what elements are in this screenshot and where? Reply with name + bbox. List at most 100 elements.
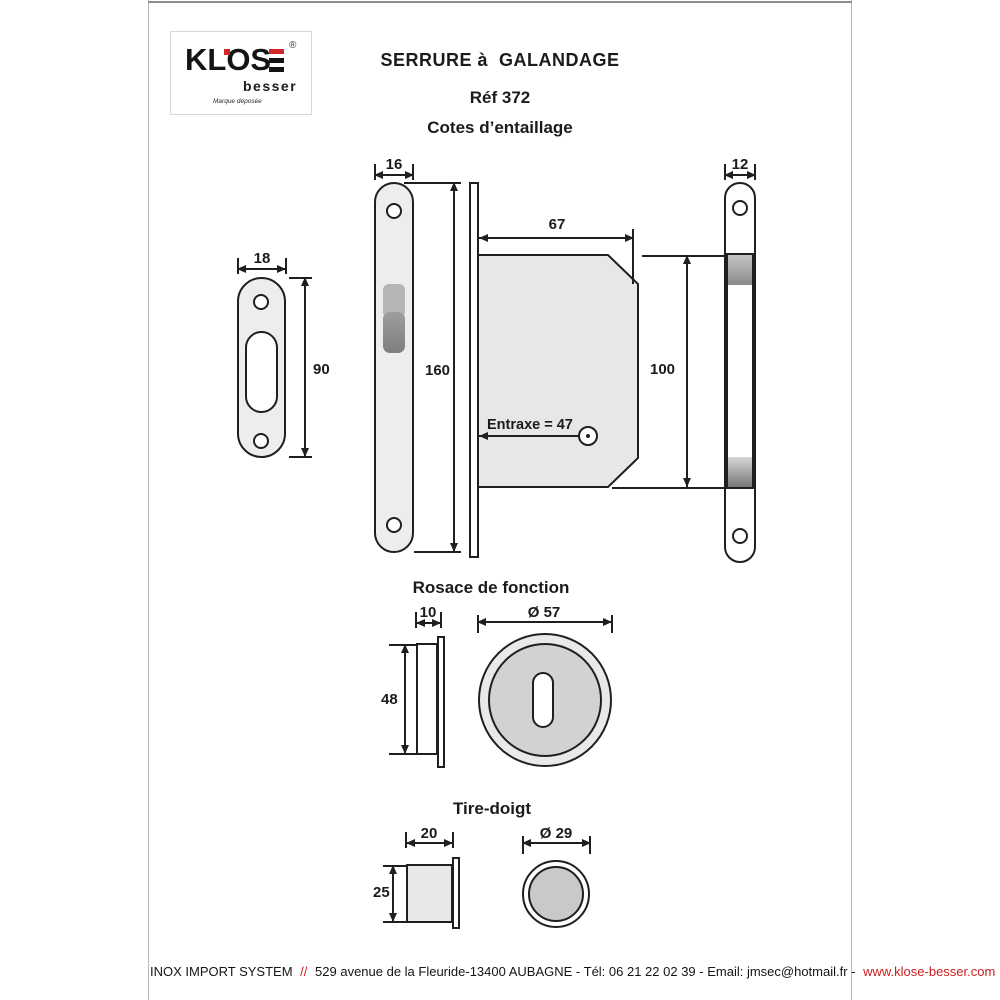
page-title: SERRURE à GALANDAGE bbox=[380, 50, 620, 70]
dim-line bbox=[724, 174, 756, 176]
dim-line bbox=[477, 621, 612, 623]
logo-sub-brand: besser bbox=[243, 78, 298, 94]
logo-red-dot bbox=[224, 49, 230, 55]
screw-hole bbox=[732, 200, 748, 216]
dim-line bbox=[479, 237, 634, 239]
page-border-left bbox=[148, 0, 149, 1000]
logo-e-bar-red bbox=[269, 49, 284, 54]
arrow-down bbox=[389, 913, 397, 922]
dim-label: 20 bbox=[420, 825, 438, 842]
arrow-down bbox=[301, 448, 309, 457]
page-border-top bbox=[148, 1, 852, 3]
arrow-up bbox=[401, 644, 409, 653]
footer-company: INOX IMPORT SYSTEM bbox=[150, 964, 293, 979]
latch-slot bbox=[245, 331, 278, 413]
extension-line bbox=[414, 551, 461, 553]
dim-line bbox=[237, 268, 286, 270]
dim-line bbox=[374, 174, 414, 176]
logo-letter-e bbox=[269, 49, 284, 72]
arrow-left bbox=[477, 618, 486, 626]
dim-label: 16 bbox=[385, 156, 403, 173]
lock-body bbox=[477, 254, 639, 488]
dim-label: Ø 29 bbox=[539, 825, 573, 842]
reference-number: Réf 372 bbox=[469, 88, 531, 107]
tire-doigt-inner-disc bbox=[528, 866, 584, 922]
dim-label: 48 bbox=[381, 691, 398, 708]
dim-line bbox=[479, 435, 579, 437]
arrow-right bbox=[405, 171, 414, 179]
dim-line bbox=[686, 255, 688, 487]
dim-line bbox=[304, 277, 306, 457]
extension-tick bbox=[611, 615, 613, 633]
dim-line bbox=[453, 182, 455, 552]
keyhole-slot bbox=[532, 672, 554, 728]
dim-label: Ø 57 bbox=[527, 604, 561, 621]
dim-label: 160 bbox=[425, 362, 451, 379]
arrow-right bbox=[277, 265, 286, 273]
arrow-right bbox=[432, 619, 441, 627]
tire-doigt-side-body bbox=[406, 864, 453, 923]
dim-line bbox=[416, 622, 441, 624]
arrow-right bbox=[582, 839, 591, 847]
rosace-side-body bbox=[416, 643, 438, 755]
arrow-up bbox=[389, 865, 397, 874]
dim-label: 18 bbox=[253, 250, 271, 267]
arrow-left bbox=[724, 171, 733, 179]
screw-hole bbox=[253, 433, 269, 449]
faceplate bbox=[374, 182, 414, 553]
dim-label: 25 bbox=[373, 884, 390, 901]
screw-hole bbox=[386, 203, 402, 219]
extension-tick bbox=[477, 615, 479, 633]
arrow-left bbox=[237, 265, 246, 273]
dim-line bbox=[522, 842, 591, 844]
magnetic-latch-upper bbox=[383, 284, 405, 318]
arrow-down bbox=[401, 745, 409, 754]
arrow-right bbox=[444, 839, 453, 847]
arrow-down bbox=[450, 543, 458, 552]
extension-tick bbox=[285, 258, 287, 274]
extension-tick bbox=[412, 164, 414, 180]
extension-line bbox=[289, 277, 312, 279]
extension-line bbox=[632, 229, 634, 284]
screw-hole bbox=[253, 294, 269, 310]
extension-line bbox=[612, 487, 726, 489]
registered-mark: ® bbox=[289, 40, 297, 51]
arrow-left bbox=[479, 234, 488, 242]
arrow-right bbox=[603, 618, 612, 626]
arrow-right bbox=[747, 171, 756, 179]
footer: INOX IMPORT SYSTEM // 529 avenue de la F… bbox=[148, 964, 995, 979]
dim-label: 90 bbox=[313, 361, 330, 378]
extension-tick bbox=[415, 612, 417, 628]
slot-metal-band-bottom bbox=[728, 457, 752, 487]
page-subtitle: Cotes d’entaillage bbox=[427, 118, 573, 137]
rosace-section-title: Rosace de fonction bbox=[412, 578, 570, 597]
page-border-right bbox=[851, 0, 852, 1000]
extension-tick bbox=[237, 258, 239, 274]
extension-tick bbox=[440, 612, 442, 628]
tire-doigt-side-flange bbox=[452, 857, 460, 929]
screw-hole bbox=[386, 517, 402, 533]
extension-tick bbox=[452, 832, 454, 848]
extension-line bbox=[289, 456, 312, 458]
footer-website: www.klose-besser.com bbox=[863, 964, 996, 979]
footer-address: 529 avenue de la Fleuride-13400 AUBAGNE … bbox=[315, 964, 856, 979]
arrow-left bbox=[406, 839, 415, 847]
arrow-left bbox=[374, 171, 383, 179]
dim-line bbox=[392, 865, 394, 922]
dim-label: 12 bbox=[731, 156, 749, 173]
logo-e-bar-bottom bbox=[269, 67, 284, 72]
key-hub-center bbox=[586, 434, 590, 438]
arrow-up bbox=[450, 182, 458, 191]
magnetic-latch-lower bbox=[383, 312, 405, 353]
arrow-up bbox=[301, 277, 309, 286]
klose-logo: KLOS ® besser Marque déposée bbox=[170, 31, 312, 115]
dim-line bbox=[406, 842, 453, 844]
dim-label: 67 bbox=[548, 216, 566, 233]
screw-hole bbox=[732, 528, 748, 544]
arrow-right bbox=[625, 234, 634, 242]
slot-metal-band-top bbox=[728, 255, 752, 285]
extension-line bbox=[404, 182, 461, 184]
extension-tick bbox=[754, 164, 756, 180]
dim-label: 10 bbox=[419, 604, 437, 621]
arrow-left bbox=[522, 839, 531, 847]
